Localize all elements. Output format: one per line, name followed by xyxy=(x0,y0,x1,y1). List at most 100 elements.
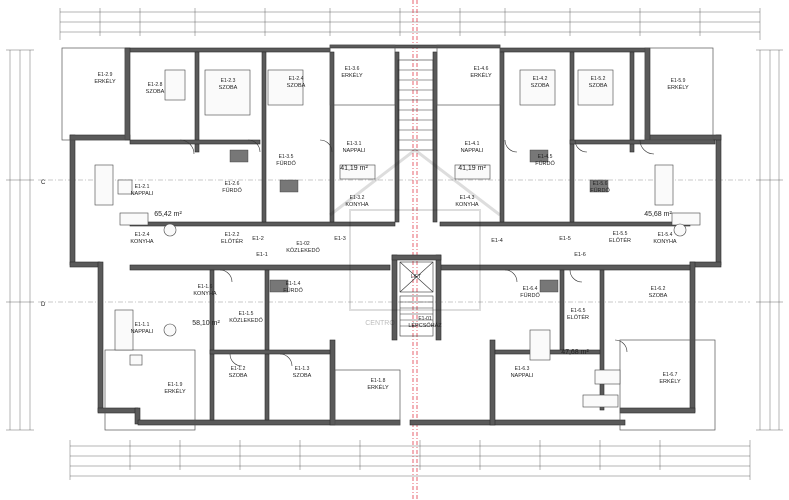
room-code: E1-6.4 xyxy=(523,286,538,292)
dimension-lines-bottom xyxy=(69,440,751,480)
room-code: E1-1.4 xyxy=(286,281,301,287)
room-name: ERKÉLY xyxy=(659,378,681,385)
room-labels: E1-2.9 ERKÉLY E1-2.8 SZOBA E1-2.3 SZOBA … xyxy=(94,66,689,395)
room-code: E1-1.6 xyxy=(198,284,213,290)
room-code: E1-1.8 xyxy=(371,378,386,384)
room-name: FÜRDŐ xyxy=(222,187,242,194)
room-code: E1-5.6 xyxy=(593,181,608,187)
room-name: SZOBA xyxy=(589,83,608,89)
room-name: SZOBA xyxy=(146,89,165,95)
room-code: E1-6.7 xyxy=(663,372,678,378)
room-code: E1-5.5 xyxy=(613,231,628,237)
unit-area: 45,68 m² xyxy=(644,211,672,218)
grid-axes xyxy=(38,0,750,500)
room-code: E1-02 xyxy=(296,241,310,247)
room-name: KONYHA xyxy=(653,239,677,245)
room-name: SZOBA xyxy=(293,373,312,379)
room-code: E1-3.2 xyxy=(350,195,365,201)
doors xyxy=(179,139,655,367)
furniture xyxy=(94,69,701,408)
room-name: NAPPALI xyxy=(131,191,154,197)
room-name: SZOBA xyxy=(229,373,248,379)
room-code: E1-6.5 xyxy=(571,308,586,314)
corridor-tag: E1-3 xyxy=(334,236,346,242)
dimension-lines-top xyxy=(59,8,761,40)
watermark xyxy=(329,148,501,311)
grid-label-c: C xyxy=(41,180,46,186)
room-name: FÜRDŐ xyxy=(276,160,296,167)
room-name: ERKÉLY xyxy=(470,72,492,79)
room-name: ERKÉLY xyxy=(667,84,689,91)
room-code: E1-4.6 xyxy=(474,66,489,72)
room-code: E1-1.1 xyxy=(135,322,150,328)
stair-core xyxy=(397,59,434,337)
room-name: NAPPALI xyxy=(461,148,484,154)
room-code: E1-6.2 xyxy=(651,286,666,292)
watermark-text: CENTRO xyxy=(365,320,395,327)
dimension-lines-sides xyxy=(6,49,783,431)
room-name: ERKÉLY xyxy=(94,78,116,85)
room-name: ELŐTÉR xyxy=(567,314,589,321)
unit-area: 47,68 m² xyxy=(561,349,589,356)
room-code: E1-5.9 xyxy=(671,78,686,84)
room-name: KONYHA xyxy=(455,202,479,208)
room-name: FÜRDŐ xyxy=(283,287,303,294)
building-walls xyxy=(69,44,722,426)
room-name: NAPPALI xyxy=(343,148,366,154)
room-name: ELŐTÉR xyxy=(609,237,631,244)
room-name: ERKÉLY xyxy=(367,384,389,391)
room-code: E1-1.3 xyxy=(295,366,310,372)
room-code: E1-2.4 xyxy=(135,232,150,238)
room-name: KONYHA xyxy=(345,202,369,208)
room-name: KÖZLEKEDŐ xyxy=(286,247,320,254)
room-name: LÉPCSŐHÁZ xyxy=(408,322,442,329)
room-code: E1-2.9 xyxy=(98,72,113,78)
room-name: FÜRDŐ xyxy=(520,292,540,299)
room-code: E1-2.6 xyxy=(225,181,240,187)
room-name: NAPPALI xyxy=(511,373,534,379)
room-code: E1-2.2 xyxy=(225,232,240,238)
room-code: E1-5.4 xyxy=(658,232,673,238)
room-name: ERKÉLY xyxy=(164,388,186,395)
room-code: E1-01 xyxy=(418,316,432,322)
room-code: E1-4.2 xyxy=(533,76,548,82)
room-name: SZOBA xyxy=(649,293,668,299)
lift-label: LIFT xyxy=(411,274,421,280)
corridor-tag: E1-6 xyxy=(574,252,586,258)
corridor-tag: E1-5 xyxy=(559,236,571,242)
unit-area: 65,42 m² xyxy=(154,211,182,218)
room-name: SZOBA xyxy=(287,83,306,89)
corridor-tag: E1-4 xyxy=(491,238,503,244)
corridor-tag: E1-1 xyxy=(256,252,268,258)
room-name: FÜRDŐ xyxy=(535,160,555,167)
room-name: SZOBA xyxy=(531,83,550,89)
room-code: E1-4.1 xyxy=(465,141,480,147)
room-name: ERKÉLY xyxy=(341,72,363,79)
unit-area: 41,19 m² xyxy=(340,165,368,172)
room-code: E1-3.5 xyxy=(279,154,294,160)
room-name: KÖZLEKEDŐ xyxy=(229,317,263,324)
unit-area: 58,10 m² xyxy=(192,320,220,327)
corridor-tag: E1-2 xyxy=(252,236,264,242)
room-code: E1-3.1 xyxy=(347,141,362,147)
room-code: E1-3.6 xyxy=(345,66,360,72)
room-name: ELŐTÉR xyxy=(221,238,243,245)
room-name: KONYHA xyxy=(193,291,217,297)
room-code: E1-2.4 xyxy=(289,76,304,82)
room-code: E1-1.2 xyxy=(231,366,246,372)
room-code: E1-2.8 xyxy=(148,82,163,88)
room-code: E1-6.3 xyxy=(515,366,530,372)
room-code: E1-4.3 xyxy=(460,195,475,201)
room-name: SZOBA xyxy=(219,85,238,91)
room-code: E1-2.3 xyxy=(221,78,236,84)
room-code: E1-4.5 xyxy=(538,154,553,160)
room-code: E1-1.5 xyxy=(239,311,254,317)
unit-areas: 65,42 m² 41,19 m² 41,19 m² 45,68 m² 58,1… xyxy=(154,165,672,356)
room-name: FÜRDŐ xyxy=(590,187,610,194)
room-name: KONYHA xyxy=(130,239,154,245)
room-code: E1-2.1 xyxy=(135,184,150,190)
room-name: NAPPALI xyxy=(131,329,154,335)
grid-label-d: D xyxy=(41,302,46,308)
